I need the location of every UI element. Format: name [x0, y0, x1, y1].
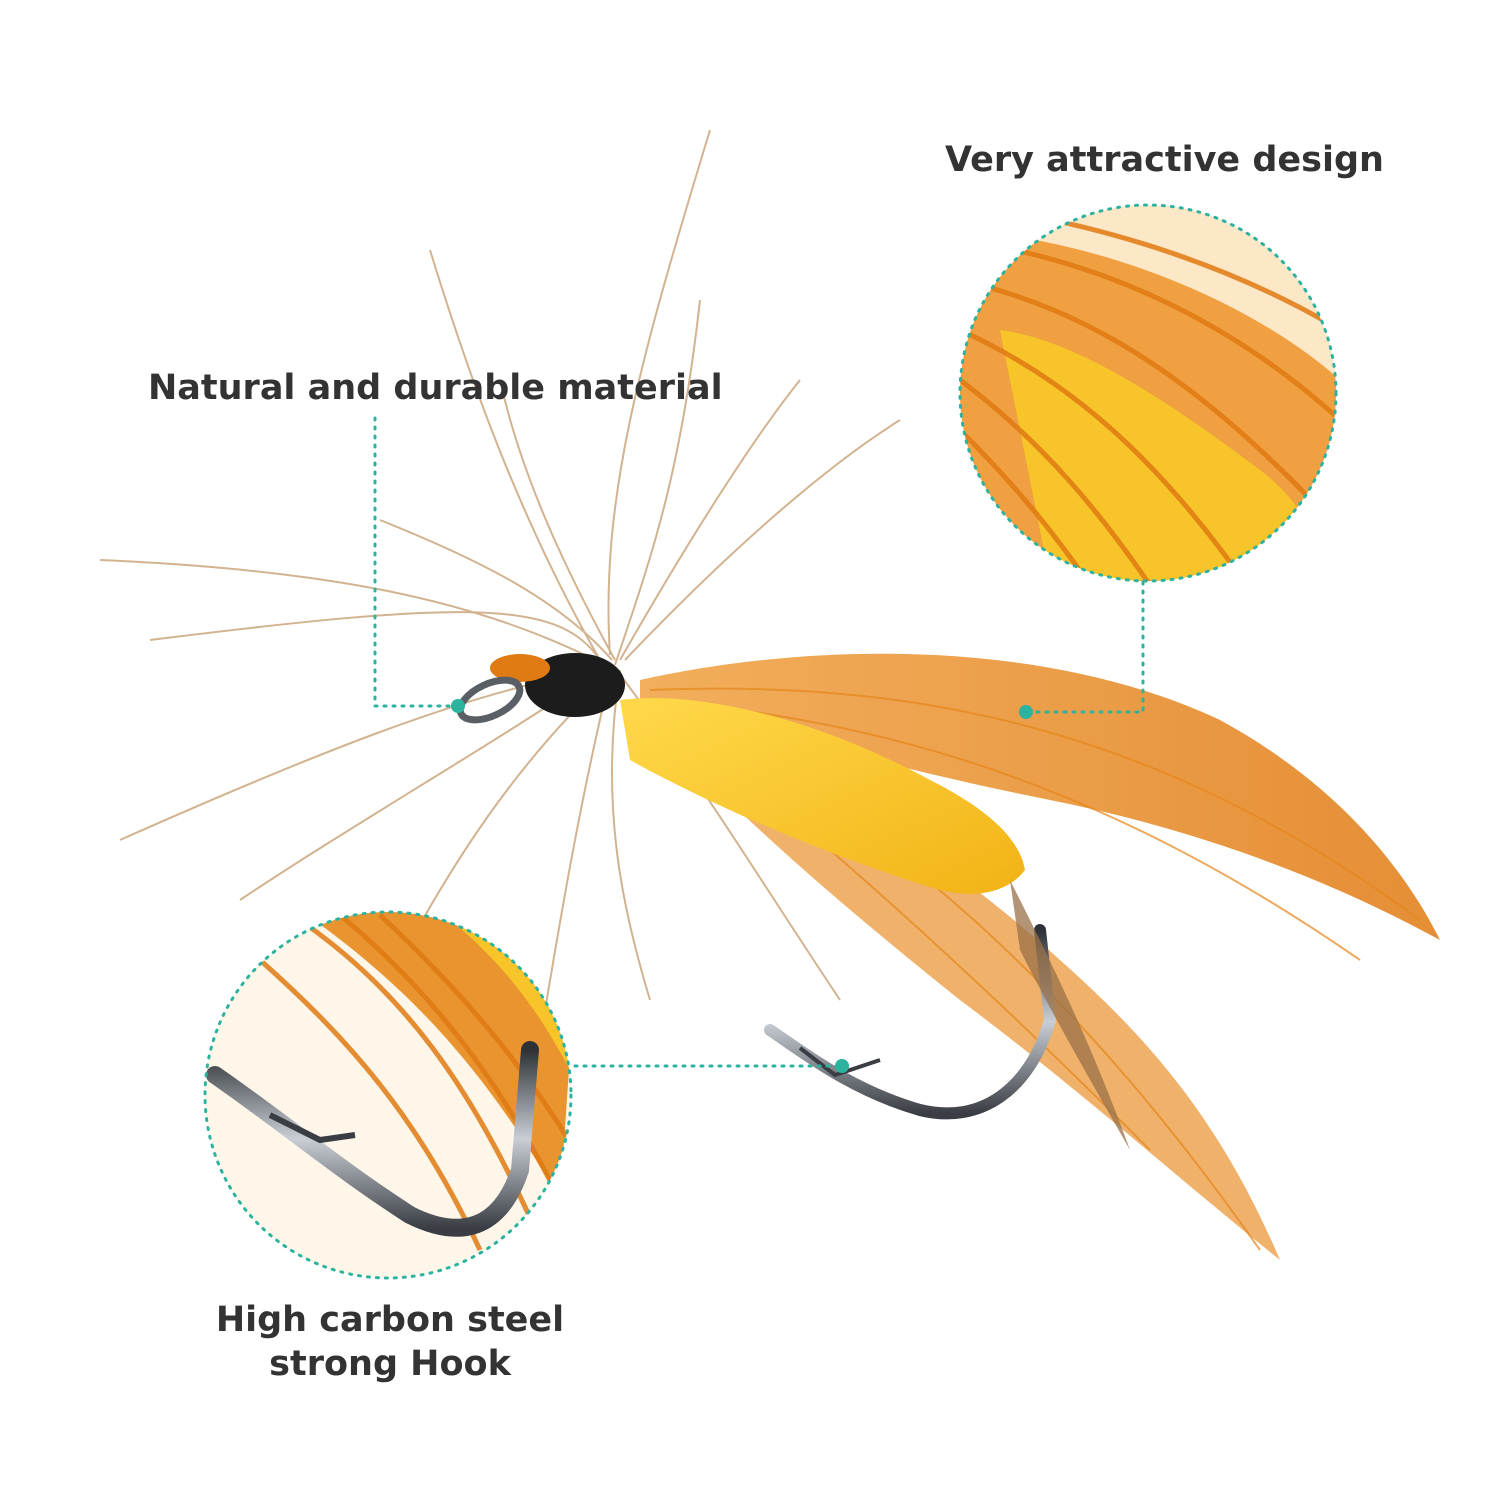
leader-material [373, 416, 460, 708]
leader-dot-design [1019, 705, 1033, 719]
design-detail-circle [960, 205, 1336, 581]
fly-head [525, 653, 625, 717]
hook-label: High carbon steel strong Hook [190, 1298, 590, 1386]
hook-detail-circle [205, 912, 571, 1278]
hackle-fibers [99, 129, 901, 1041]
hook-label-line1: High carbon steel [215, 1300, 565, 1340]
hook-label-line2: strong Hook [269, 1344, 511, 1384]
leader-dot-material [451, 699, 465, 713]
material-label: Natural and durable material [148, 368, 723, 408]
leader-design [1024, 580, 1145, 714]
design-label: Very attractive design [945, 140, 1384, 180]
fly-body [620, 698, 1025, 894]
leader-lines [373, 416, 1145, 1068]
leader-dot-hook [835, 1059, 849, 1073]
hook-eye [456, 676, 524, 724]
